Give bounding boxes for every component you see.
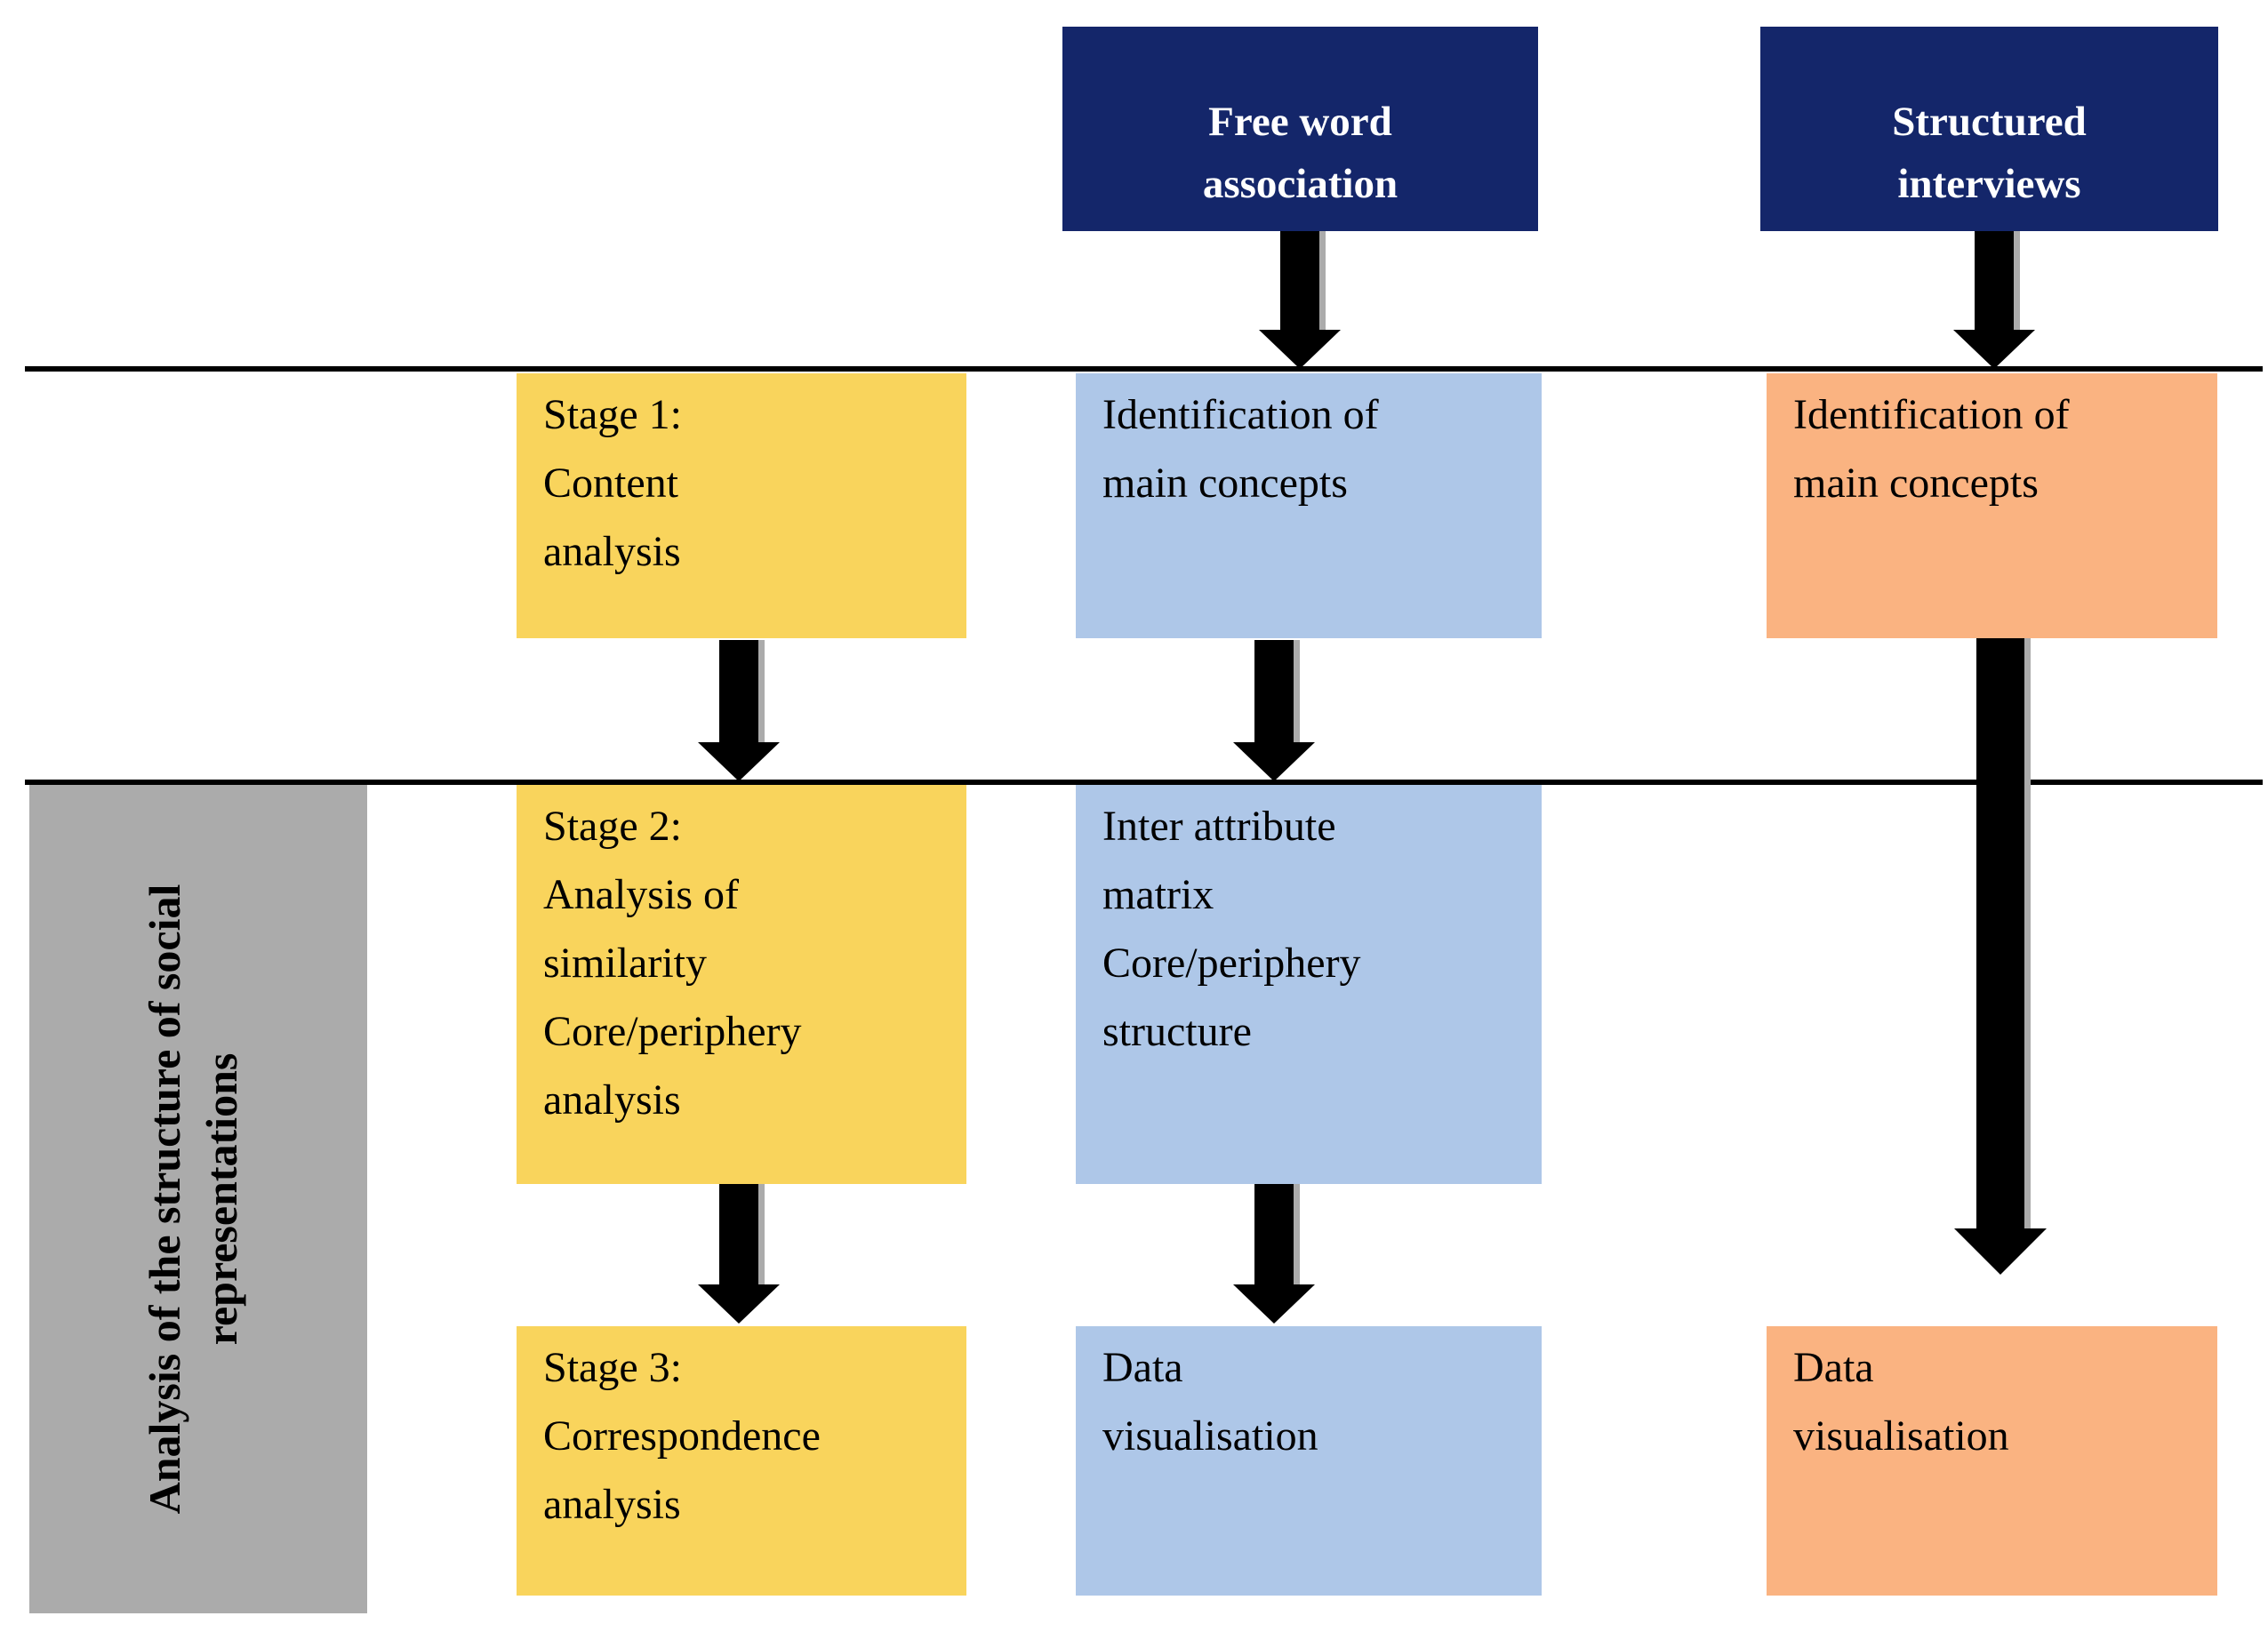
text-line: Content — [543, 460, 678, 507]
divider-line-middle — [25, 780, 2263, 785]
text-line: Identification of — [1793, 391, 2070, 438]
text-line: Analysis of — [543, 871, 739, 918]
down-arrow-icon — [1975, 231, 2014, 330]
text-line: Core/periphery — [543, 1008, 802, 1055]
source-box-structured-interviews: Structured interviews — [1760, 27, 2218, 231]
text-line: Stage 2: — [543, 803, 682, 850]
stage3-box: Stage 3: Correspondence analysis — [517, 1326, 966, 1596]
down-arrow-icon — [1233, 742, 1315, 781]
text-line: Core/periphery — [1102, 940, 1361, 987]
text-line: visualisation — [1102, 1412, 1318, 1460]
text-line: main concepts — [1102, 460, 1348, 507]
down-arrow-icon — [1254, 640, 1294, 742]
data-visualisation-box-interviews: Data visualisation — [1767, 1326, 2217, 1596]
text-line: analysis — [543, 528, 681, 575]
side-label-line: Analysis of the structure of — [140, 1001, 189, 1515]
down-arrow-icon — [698, 1284, 780, 1324]
text-line: analysis — [543, 1481, 681, 1528]
text-line: Correspondence — [543, 1412, 821, 1460]
text-line: Identification of — [1102, 391, 1379, 438]
down-arrow-icon — [1953, 330, 2035, 369]
stage2-box: Stage 2: Analysis of similarity Core/per… — [517, 785, 966, 1184]
data-visualisation-box-free-word: Data visualisation — [1076, 1326, 1542, 1596]
text-line: association — [1202, 161, 1398, 207]
text-line: analysis — [543, 1076, 681, 1124]
down-arrow-icon — [719, 640, 758, 742]
down-arrow-icon — [1259, 330, 1341, 369]
text-line: visualisation — [1793, 1412, 2009, 1460]
stage1-box: Stage 1: Content analysis — [517, 373, 966, 638]
down-arrow-icon — [1976, 638, 2024, 1228]
text-line: main concepts — [1793, 460, 2039, 507]
text-line: interviews — [1897, 161, 2081, 207]
down-arrow-icon — [1280, 231, 1319, 330]
inter-attribute-matrix-box: Inter attribute matrix Core/periphery st… — [1076, 785, 1542, 1184]
down-arrow-icon — [719, 1184, 758, 1284]
text-line: Stage 1: — [543, 391, 682, 438]
down-arrow-icon — [1233, 1284, 1315, 1324]
text-line: similarity — [543, 940, 707, 987]
divider-line-top — [25, 366, 2263, 372]
text-line: Stage 3: — [543, 1344, 682, 1391]
down-arrow-icon — [1954, 1228, 2047, 1275]
text-line: Structured — [1892, 99, 2087, 145]
identification-main-concepts-box-free-word: Identification of main concepts — [1076, 373, 1542, 638]
text-line: Inter attribute — [1102, 803, 1336, 850]
text-line: structure — [1102, 1008, 1252, 1055]
text-line: Data — [1793, 1344, 1874, 1391]
identification-main-concepts-box-interviews: Identification of main concepts — [1767, 373, 2217, 638]
source-box-free-word-association: Free word association — [1062, 27, 1538, 231]
text-line: Free word — [1208, 99, 1392, 145]
down-arrow-icon — [1254, 1184, 1294, 1284]
side-label: Analysis of the structure of social repr… — [136, 799, 260, 1599]
down-arrow-icon — [698, 742, 780, 781]
text-line: matrix — [1102, 871, 1214, 918]
side-label-band: Analysis of the structure of social repr… — [29, 785, 367, 1613]
text-line: Data — [1102, 1344, 1183, 1391]
